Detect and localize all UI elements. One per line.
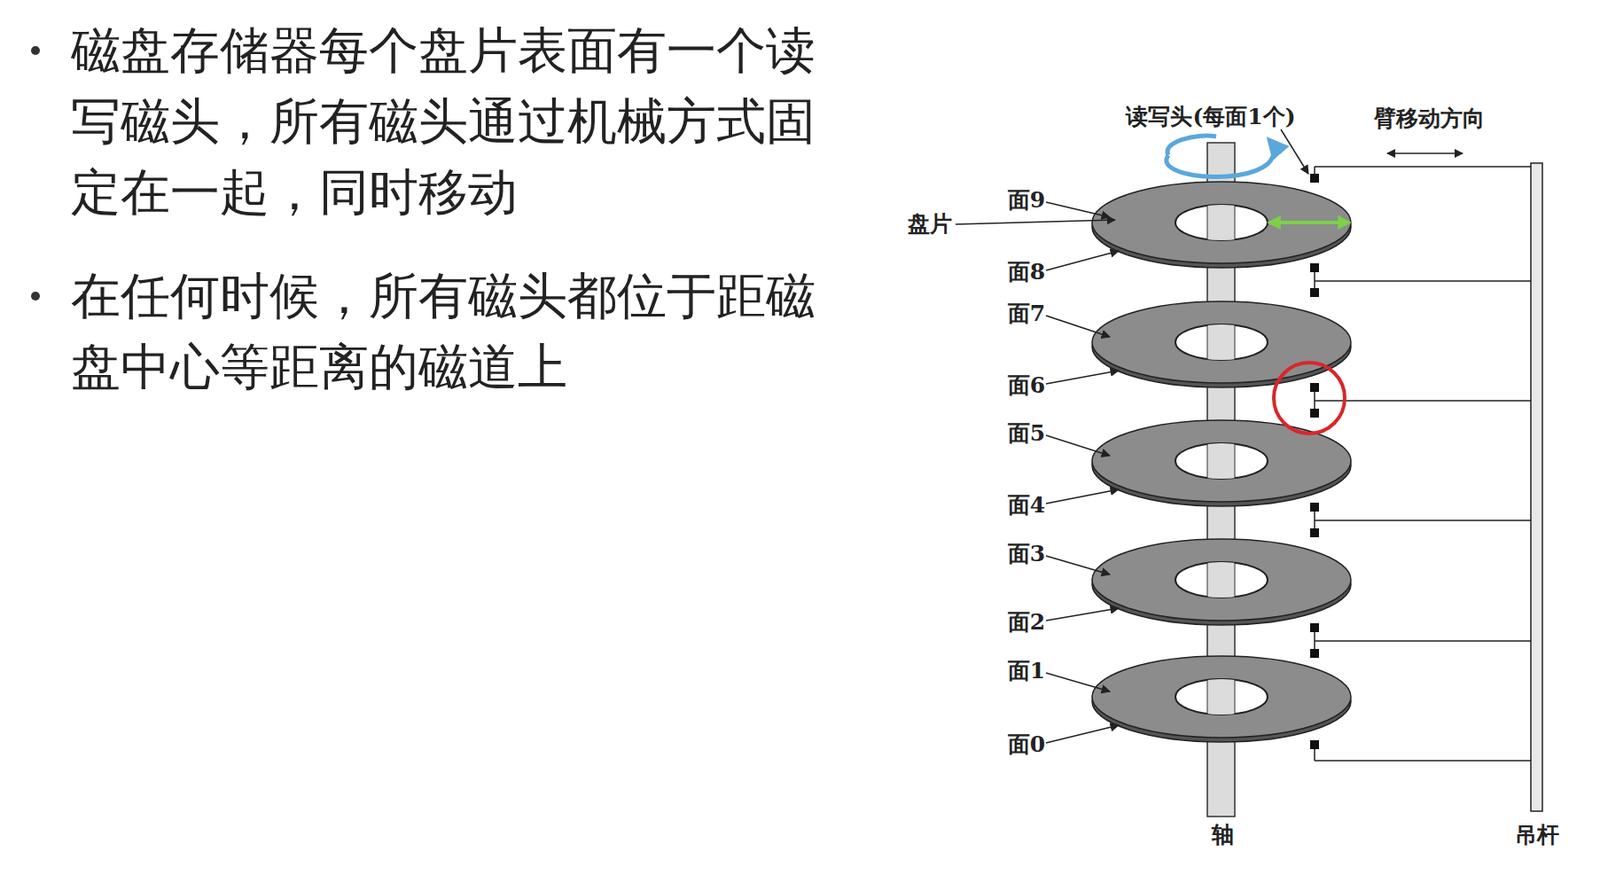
face-leaders (955, 129, 1463, 743)
surface-label: 面3 (1007, 541, 1046, 567)
platter-stack (1092, 181, 1351, 742)
arm-direction-label: 臂移动方向 (1373, 106, 1485, 132)
surface-label: 面8 (1007, 259, 1046, 285)
radial-arrow (1269, 220, 1350, 225)
surface-label: 面0 (1007, 732, 1046, 758)
surface-label: 面7 (1007, 301, 1046, 327)
surface-label: 面1 (1007, 658, 1046, 684)
platter (1092, 655, 1351, 742)
highlight-circle (1273, 362, 1345, 434)
surface-label: 面6 (1007, 373, 1046, 399)
surface-label: 面9 (1007, 187, 1046, 213)
platter (1092, 538, 1351, 625)
surface-label: 面2 (1007, 609, 1046, 635)
bullet-dot (31, 291, 40, 301)
head-label: 读写头(每面1个) (1125, 104, 1296, 130)
head-arms (1310, 166, 1531, 761)
bullet-dot (31, 46, 40, 55)
rod-label: 吊杆 (1514, 822, 1560, 848)
bullet-text: 磁盘存储器每个盘片表面有一个读写磁头，所有磁头通过机械方式固定在一起，同时移动 (70, 15, 843, 228)
rotation-arrow (1167, 135, 1217, 156)
surface-label: 面5 (1007, 421, 1046, 446)
surface-label: 面4 (1007, 492, 1046, 518)
bullet-text: 在任何时候，所有磁头都位于距磁盘中心等距离的磁道上 (70, 260, 843, 403)
axis-label: 轴 (1211, 822, 1234, 848)
hanging-rod (1530, 163, 1543, 812)
platter (1092, 181, 1351, 268)
rotation-arrow (1166, 140, 1274, 177)
platter (1092, 301, 1351, 388)
platter-label: 盘片 (907, 211, 953, 237)
